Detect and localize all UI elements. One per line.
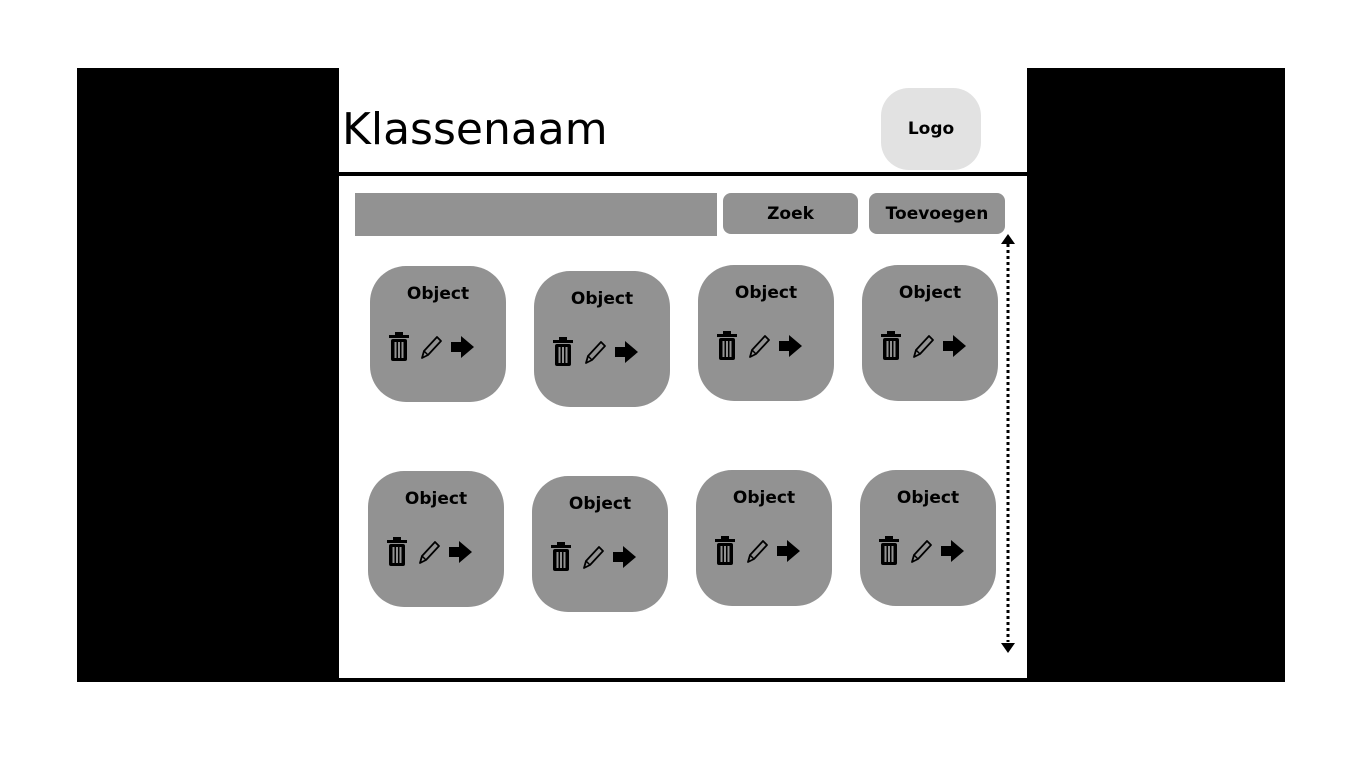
arrow-right-icon[interactable]: [448, 537, 474, 567]
arrow-right-icon[interactable]: [776, 536, 802, 566]
pencil-icon[interactable]: [908, 536, 934, 566]
object-card[interactable]: Object: [534, 271, 670, 407]
arrow-right-icon[interactable]: [612, 542, 638, 572]
header-divider: [339, 172, 1027, 176]
object-label: Object: [570, 289, 634, 309]
add-button[interactable]: Toevoegen: [869, 193, 1005, 234]
object-card[interactable]: Object: [370, 266, 506, 402]
trash-icon[interactable]: [880, 331, 902, 361]
arrow-right-icon[interactable]: [942, 331, 968, 361]
trash-icon[interactable]: [550, 542, 572, 572]
trash-icon[interactable]: [716, 331, 738, 361]
trash-icon[interactable]: [878, 536, 900, 566]
pencil-icon[interactable]: [910, 331, 936, 361]
search-button[interactable]: Zoek: [723, 193, 858, 234]
pencil-icon[interactable]: [744, 536, 770, 566]
object-label: Object: [896, 488, 960, 508]
pencil-icon[interactable]: [580, 542, 606, 572]
object-card[interactable]: Object: [368, 471, 504, 607]
object-card[interactable]: Object: [696, 470, 832, 606]
object-card[interactable]: Object: [532, 476, 668, 612]
object-label: Object: [406, 284, 470, 304]
arrow-right-icon[interactable]: [778, 331, 804, 361]
scroll-indicator-icon[interactable]: [998, 232, 1018, 656]
object-card[interactable]: Object: [698, 265, 834, 401]
trash-icon[interactable]: [388, 332, 410, 362]
pencil-icon[interactable]: [746, 331, 772, 361]
object-card[interactable]: Object: [862, 265, 998, 401]
pencil-icon[interactable]: [416, 537, 442, 567]
trash-icon[interactable]: [552, 337, 574, 367]
pencil-icon[interactable]: [582, 337, 608, 367]
page-title: Klassenaam: [342, 104, 608, 155]
arrow-right-icon[interactable]: [940, 536, 966, 566]
arrow-right-icon[interactable]: [614, 337, 640, 367]
object-label: Object: [732, 488, 796, 508]
object-label: Object: [404, 489, 468, 509]
object-label: Object: [734, 283, 798, 303]
search-input[interactable]: [355, 193, 717, 236]
trash-icon[interactable]: [714, 536, 736, 566]
logo: Logo: [881, 88, 981, 170]
object-card[interactable]: Object: [860, 470, 996, 606]
trash-icon[interactable]: [386, 537, 408, 567]
pencil-icon[interactable]: [418, 332, 444, 362]
object-label: Object: [568, 494, 632, 514]
object-label: Object: [898, 283, 962, 303]
arrow-right-icon[interactable]: [450, 332, 476, 362]
